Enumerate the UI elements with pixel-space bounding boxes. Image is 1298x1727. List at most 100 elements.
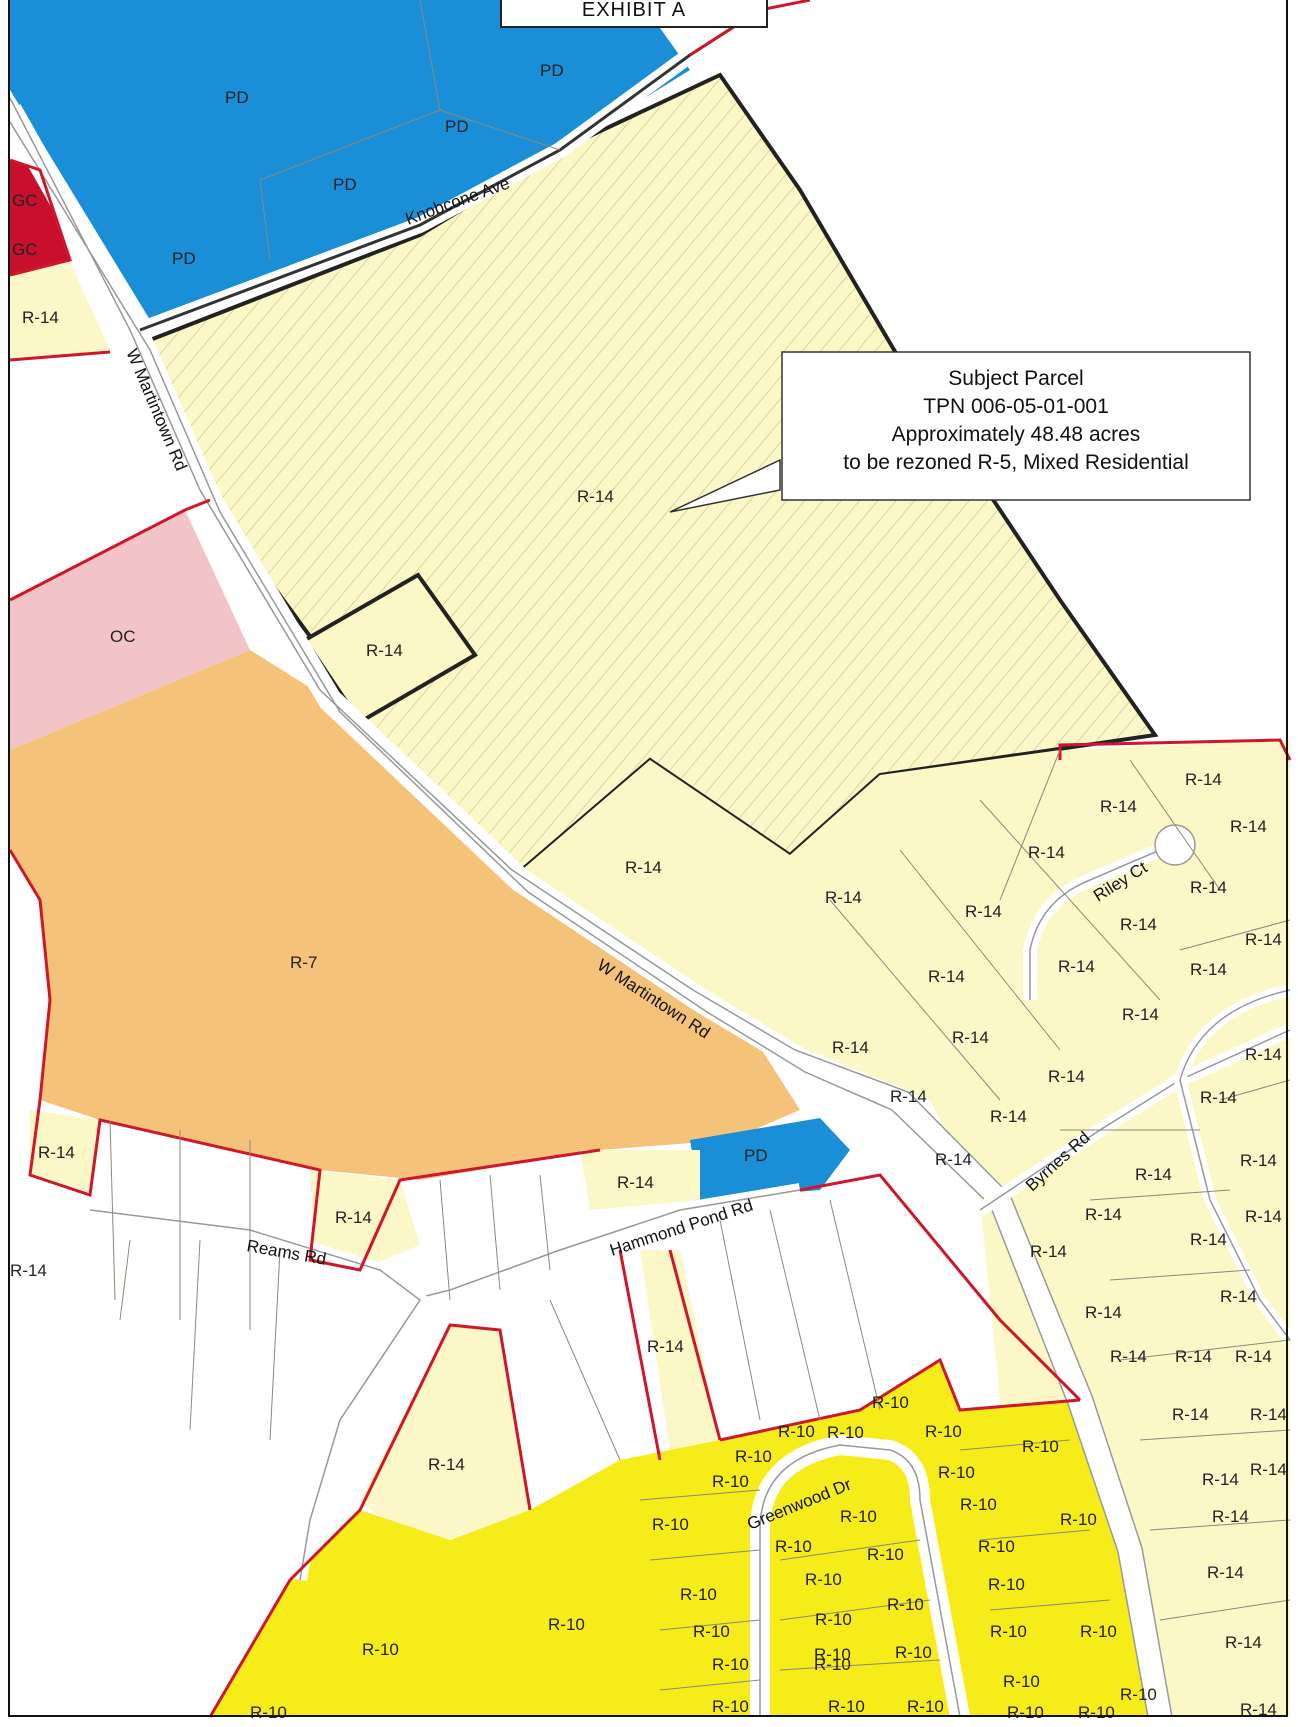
label-r10-36: R-10 — [1078, 1703, 1115, 1722]
label-r10-10: R-10 — [840, 1507, 877, 1526]
boundary-hammond-north — [799, 1173, 1082, 1402]
label-r14-e18: R-14 — [990, 1107, 1027, 1126]
label-r10-6: R-10 — [735, 1447, 772, 1466]
label-r10-7: R-10 — [712, 1472, 749, 1491]
label-r10-20: R-10 — [887, 1595, 924, 1614]
label-r14-strip: R-14 — [647, 1337, 684, 1356]
martintown-road-edge-a — [9, 97, 1173, 1718]
parcel-lines — [109, 0, 1291, 1691]
zone-r14-central — [510, 750, 1060, 1050]
greenwood-road-edge — [759, 1444, 961, 1718]
label-r14-sw2: R-14 — [335, 1208, 372, 1227]
label-r14-e25: R-14 — [1245, 1207, 1282, 1226]
label-pd-2: PD — [540, 61, 564, 80]
label-r14-sw3: R-14 — [10, 1261, 47, 1280]
label-r10-5: R-10 — [1022, 1437, 1059, 1456]
label-r14-c1: R-14 — [625, 858, 662, 877]
label-r14-e28: R-14 — [1085, 1303, 1122, 1322]
callout-line-1: Subject Parcel — [948, 367, 1084, 390]
label-gc-1: GC — [12, 191, 38, 210]
label-r10-28: R-10 — [712, 1655, 749, 1674]
label-r10-32: R-10 — [712, 1697, 749, 1716]
label-r14-e24: R-14 — [1190, 1230, 1227, 1249]
label-r14-southwest: R-14 — [428, 1455, 465, 1474]
label-r14-e7: R-14 — [1120, 915, 1157, 934]
label-r14-e27: R-14 — [1220, 1287, 1257, 1306]
callout-line-4: to be rezoned R-5, Mixed Residential — [843, 451, 1189, 474]
boundary-west-2 — [9, 350, 111, 362]
label-r10-30: R-10 — [1003, 1672, 1040, 1691]
label-r14-e6: R-14 — [965, 902, 1002, 921]
east-inner-road-edge — [1179, 989, 1291, 1341]
callout-box — [781, 351, 1251, 501]
subject-callout — [669, 351, 1251, 513]
label-r14-e2: R-14 — [1100, 797, 1137, 816]
exhibit-title: EXHIBIT A — [500, 0, 768, 28]
label-r14-subject: R-14 — [577, 487, 614, 506]
label-r10-2: R-10 — [778, 1422, 815, 1441]
label-r10-25: R-10 — [814, 1645, 851, 1664]
label-r10-3: R-10 — [827, 1423, 864, 1442]
boundary-east-1 — [1058, 738, 1292, 761]
label-r14-e36: R-14 — [1212, 1507, 1249, 1526]
label-r14-west: R-14 — [22, 308, 59, 327]
label-r14-e39: R-14 — [1240, 1700, 1277, 1719]
label-r14-e21: R-14 — [1135, 1165, 1172, 1184]
label-r10-11: R-10 — [960, 1495, 997, 1514]
label-gc-2: GC — [12, 240, 38, 259]
label-pd-6: PD — [744, 1146, 768, 1165]
zone-gc — [10, 160, 70, 275]
label-r10-34: R-10 — [907, 1697, 944, 1716]
label-r10-12: R-10 — [1060, 1510, 1097, 1529]
zone-r10 — [210, 1360, 1150, 1717]
callout-line-2: TPN 006-05-01-001 — [923, 395, 1109, 418]
label-r10-18: R-10 — [680, 1585, 717, 1604]
label-r14-e29: R-14 — [1110, 1347, 1147, 1366]
label-r14-e19: R-14 — [1200, 1088, 1237, 1107]
label-r10-16: R-10 — [805, 1570, 842, 1589]
zone-labels: PD PD PD PD PD PD GC GC R-14 OC R-7 R-14… — [10, 61, 1287, 1722]
boundary-oc — [9, 498, 211, 602]
label-r14-e13: R-14 — [832, 1038, 869, 1057]
label-r10-15: R-10 — [978, 1537, 1015, 1556]
label-r14-e11: R-14 — [1190, 960, 1227, 979]
label-r7: R-7 — [290, 953, 317, 972]
label-r10-1: R-10 — [872, 1393, 909, 1412]
zone-r14-sw1 — [30, 1110, 100, 1195]
zone-r14-southwest — [360, 1325, 530, 1550]
label-pd-5: PD — [172, 249, 196, 268]
label-r14-e16: R-14 — [1245, 1045, 1282, 1064]
label-r14-hammond: R-14 — [617, 1173, 654, 1192]
label-r14-e38: R-14 — [1225, 1633, 1262, 1652]
callout-text: Subject Parcel TPN 006-05-01-001 Approxi… — [782, 365, 1250, 477]
label-r14-e3: R-14 — [1230, 817, 1267, 836]
label-r10-35: R-10 — [1007, 1703, 1044, 1722]
label-r10-19: R-10 — [815, 1610, 852, 1629]
boundary-strip-2 — [668, 1249, 722, 1441]
martintown-road-edge-b — [9, 121, 1149, 1718]
label-r10-9: R-10 — [652, 1515, 689, 1534]
label-r10-26: R-10 — [895, 1643, 932, 1662]
zone-r14-strip — [640, 1250, 720, 1450]
label-r10-37: R-10 — [250, 1703, 287, 1722]
label-r10-17: R-10 — [988, 1575, 1025, 1594]
label-r10-22: R-10 — [693, 1622, 730, 1641]
label-r14-e10: R-14 — [1058, 957, 1095, 976]
zone-r7 — [10, 650, 800, 1180]
zone-pd-south — [690, 1118, 850, 1200]
label-r14-e23: R-14 — [1085, 1205, 1122, 1224]
label-r14-e35: R-14 — [1250, 1460, 1287, 1479]
label-r10-29: R-10 — [814, 1655, 851, 1674]
boundary-r7-west — [8, 849, 601, 1272]
label-r14-e12: R-14 — [1122, 1005, 1159, 1024]
boundary-west-1 — [9, 158, 72, 277]
label-r10-24: R-10 — [1080, 1622, 1117, 1641]
label-r10-14: R-10 — [867, 1545, 904, 1564]
label-r14-e1: R-14 — [1185, 770, 1222, 789]
label-r14-e8: R-14 — [1245, 930, 1282, 949]
zone-r14-west-small — [10, 262, 110, 360]
boundary-r10 — [719, 1357, 1081, 1442]
label-oc: OC — [110, 627, 136, 646]
hammond-road-edge — [409, 1189, 801, 1301]
